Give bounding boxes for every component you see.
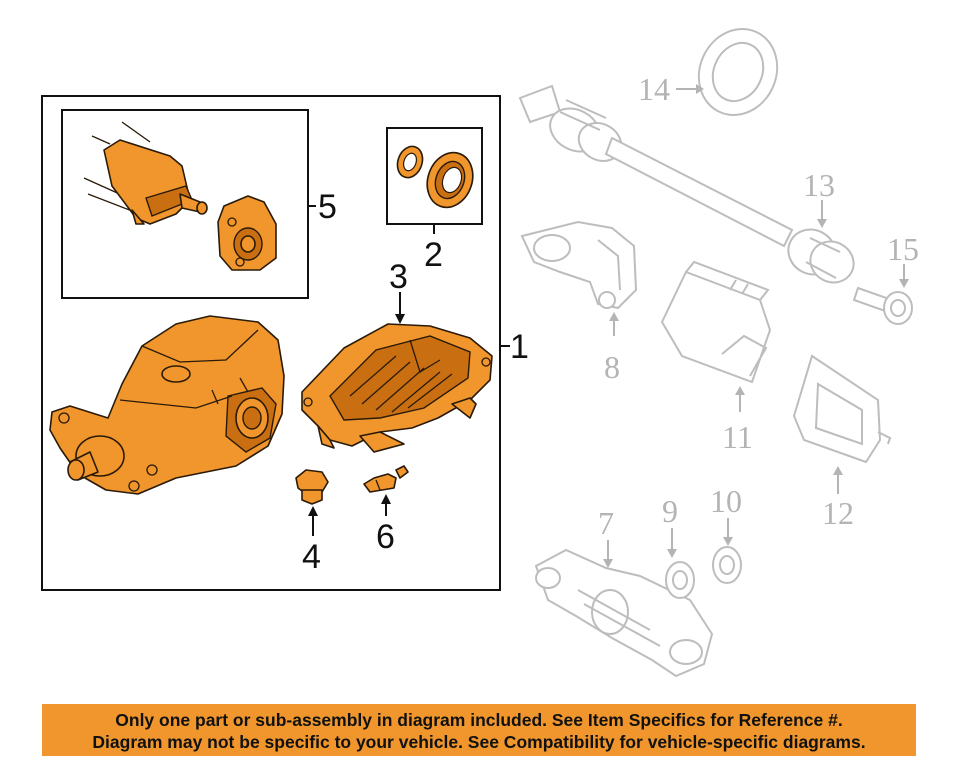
callout-13: 13 xyxy=(803,167,835,203)
callout-6-arrow xyxy=(381,494,391,516)
callout-13-arrow xyxy=(817,200,827,228)
callout-15-arrow xyxy=(899,264,909,288)
assembly-frame xyxy=(41,95,501,591)
part-5-actuator xyxy=(83,121,208,225)
callout-10-arrow xyxy=(723,518,733,546)
callout-8: 8 xyxy=(604,349,620,385)
part-13-drive-shaft xyxy=(518,84,855,284)
callout-7-arrow xyxy=(603,540,613,568)
callout-14: 14 xyxy=(638,71,670,107)
callout-11: 11 xyxy=(722,419,753,455)
part-4-plug xyxy=(295,469,329,505)
part-11-module xyxy=(660,260,772,384)
part-9-washer xyxy=(665,561,695,599)
part-6-breather xyxy=(363,465,409,493)
part-2-seal-kit xyxy=(396,145,474,209)
callout-1: 1 xyxy=(510,328,529,366)
disclaimer-line-2: Diagram may not be specific to your vehi… xyxy=(92,732,866,752)
callout-9-arrow xyxy=(667,528,677,558)
part-15-bolt xyxy=(852,286,913,325)
part-10-washer xyxy=(712,546,742,584)
part-5-gear-housing xyxy=(217,195,277,271)
disclaimer-banner: Only one part or sub-assembly in diagram… xyxy=(42,704,916,756)
part-1-differential-housing xyxy=(49,315,285,495)
callout-11-arrow xyxy=(735,386,745,412)
callout-4-arrow xyxy=(308,506,318,536)
subassembly-5-frame xyxy=(61,109,309,299)
disclaimer-line-1: Only one part or sub-assembly in diagram… xyxy=(115,710,843,730)
callout-8-arrow xyxy=(609,312,619,336)
callout-9: 9 xyxy=(662,493,678,529)
callout-12-arrow xyxy=(833,466,843,494)
part-12-bracket-plate xyxy=(792,354,892,464)
callout-15: 15 xyxy=(887,231,919,267)
callout-3: 3 xyxy=(389,258,408,296)
part-7-subframe-mount xyxy=(534,548,714,678)
callout-2: 2 xyxy=(424,236,443,274)
callout-4: 4 xyxy=(302,538,321,576)
callout-3-arrow xyxy=(395,292,405,324)
callout-12: 12 xyxy=(822,495,854,531)
callout-10: 10 xyxy=(710,483,742,519)
part-8-bracket xyxy=(520,220,638,310)
callout-6: 6 xyxy=(376,518,395,556)
callout-5: 5 xyxy=(318,188,337,226)
callout-7: 7 xyxy=(598,505,614,541)
part-14-seal-ring xyxy=(697,28,779,116)
part-3-cover xyxy=(301,323,493,453)
callout-14-arrow xyxy=(676,84,704,94)
